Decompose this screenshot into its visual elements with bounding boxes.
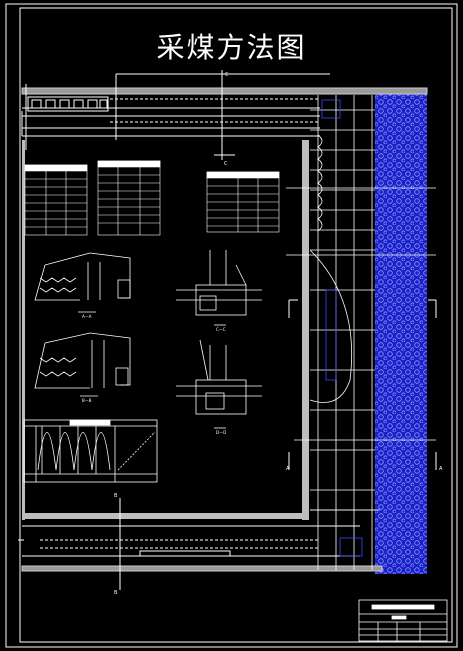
outer-frame <box>5 3 458 648</box>
view-label-a-a: A—A <box>82 314 92 319</box>
inner-frame <box>19 7 453 643</box>
roadway-section-c <box>176 250 262 326</box>
section-markers <box>288 299 437 470</box>
roadway-section-d <box>176 339 262 429</box>
view-label-c-c: C—C <box>216 327 226 332</box>
table-left <box>24 164 88 236</box>
view-label-b-b: B—B <box>82 398 92 403</box>
table-right <box>206 171 280 233</box>
section-mark-a-right: A <box>439 466 443 472</box>
drawing-title: 采煤方法图 <box>156 31 307 64</box>
section-mark-a-left: A <box>286 466 290 472</box>
table-middle <box>97 160 161 236</box>
support-section-view-2 <box>34 332 131 397</box>
coal-seam-band <box>375 92 427 574</box>
bottom-roadway <box>18 498 383 590</box>
section-mark-b-bottom: B <box>114 590 118 596</box>
section-mark-b-top: B <box>114 493 118 499</box>
title-block <box>358 599 448 642</box>
view-label-d-d: D—D <box>216 430 226 435</box>
top-roadway <box>21 70 428 160</box>
face-support-grid <box>286 95 436 570</box>
support-section-view-1 <box>34 252 131 313</box>
cycle-operation-chart <box>23 419 158 483</box>
goaf-boundary <box>22 140 309 520</box>
section-mark-c-top: C <box>225 72 229 78</box>
section-mark-c-bottom: C <box>224 161 228 167</box>
